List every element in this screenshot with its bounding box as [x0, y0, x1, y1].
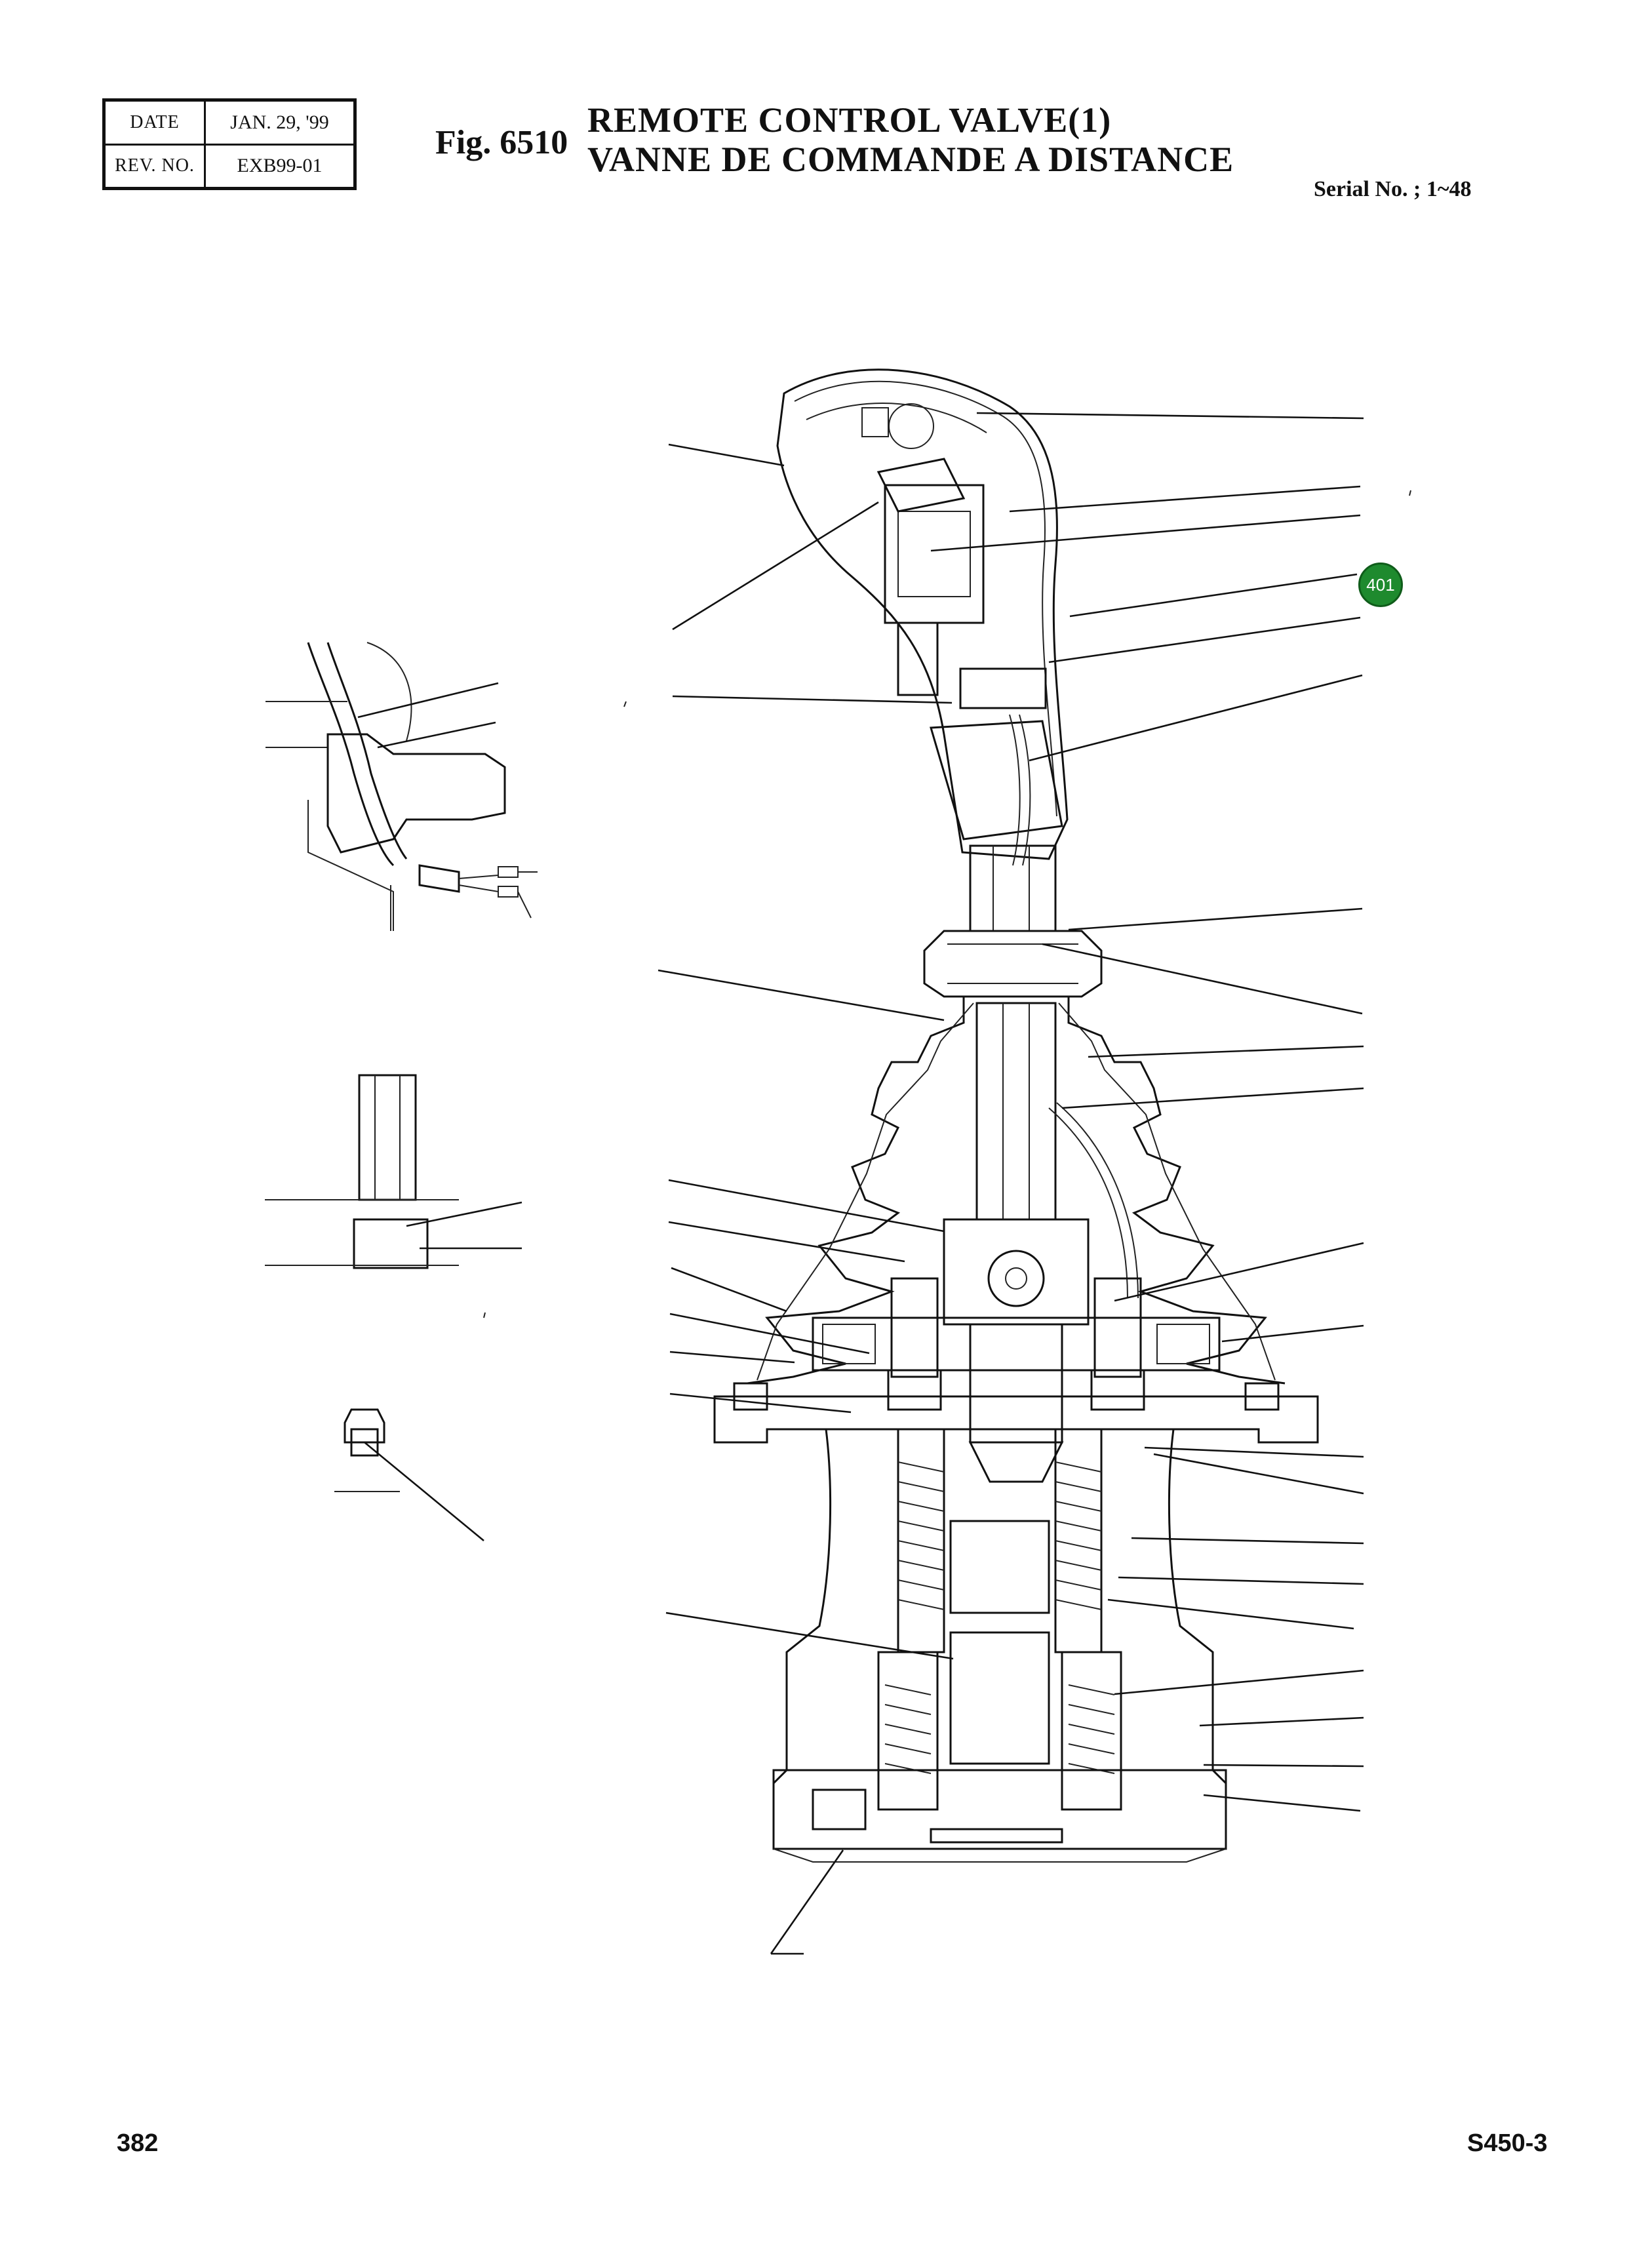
- lower-right-spring: [1068, 1684, 1115, 1774]
- inset-drawing-stud: [265, 1074, 459, 1269]
- rev-row: REV. NO. EXB99-01: [103, 143, 356, 189]
- date-row: DATE JAN. 29, '99: [103, 99, 356, 146]
- title-english: REMOTE CONTROL VALVE(1): [587, 100, 1112, 140]
- inset-drawing-pin: [334, 1408, 400, 1492]
- model-code: S450-3: [1467, 2129, 1548, 2157]
- right-spring: [1055, 1461, 1102, 1610]
- date-label: DATE: [103, 99, 206, 146]
- rev-value: EXB99-01: [204, 143, 356, 189]
- revision-table: DATE JAN. 29, '99 REV. NO. EXB99-01: [102, 98, 357, 190]
- figure-number: Fig. 6510: [435, 124, 568, 161]
- left-spring: [897, 1461, 945, 1610]
- rev-label: REV. NO.: [103, 143, 206, 189]
- callout-401[interactable]: 401: [1358, 563, 1403, 607]
- date-value: JAN. 29, '99: [204, 99, 356, 146]
- lower-left-spring: [884, 1684, 932, 1774]
- title-french: VANNE DE COMMANDE A DISTANCE: [587, 140, 1234, 179]
- stray-marks: [483, 490, 1411, 1318]
- page-number: 382: [117, 2129, 159, 2157]
- inset-drawing-switch: [266, 642, 538, 931]
- serial-range: Serial No. ; 1~48: [1314, 177, 1472, 201]
- leader-lines: [357, 412, 1364, 1955]
- main-valve-drawing: [713, 368, 1319, 1863]
